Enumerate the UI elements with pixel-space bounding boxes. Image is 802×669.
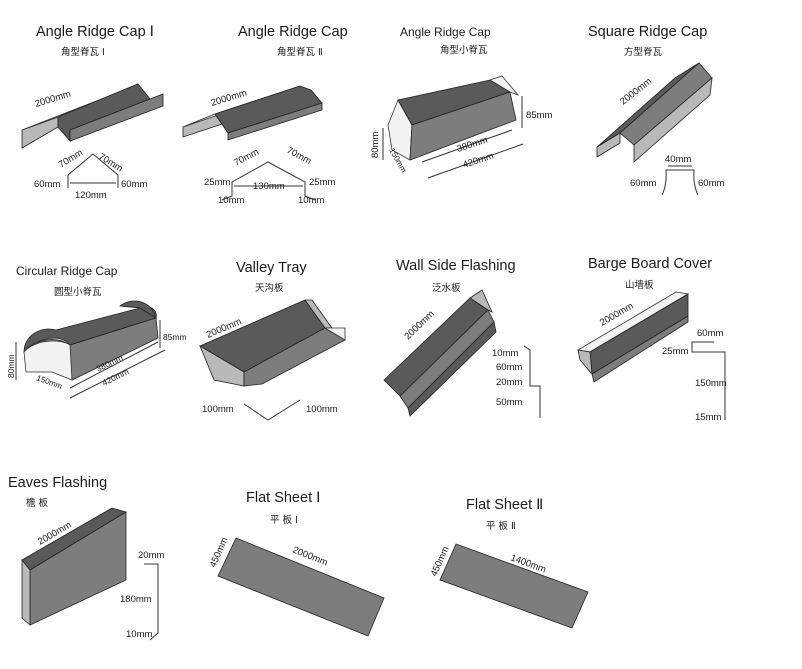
product-subtitle: 平 板 Ⅱ [486,521,516,532]
eaves-flashing-drawing: 2000mm 20mm 180mm 10mm [21,507,164,641]
product-title: Barge Board Cover [588,256,713,272]
product-subtitle: 角型脊瓦 Ⅱ [277,47,323,58]
dim-label: 420mm [462,151,496,171]
dim-label: 100mm [202,404,234,415]
dim-label: 60mm [698,178,724,189]
dim-label: 120mm [75,190,107,201]
product-subtitle: 平 板 Ⅰ [270,515,298,526]
dim-label: 130mm [253,181,285,192]
product-title: Angle Ridge Cap Ⅰ [36,24,154,40]
product-title: Valley Tray [236,260,307,276]
product-subtitle: 圆型小脊瓦 [54,287,102,298]
product-title: Angle Ridge Cap [238,24,348,40]
dim-label: 10mm [218,195,244,206]
flat-sheet-2-drawing: 450mm 1400mm [429,543,589,629]
dim-label: 85mm [163,332,187,342]
barge-board-cover-drawing: 2000mm 60mm 25mm 150mm 15mm [576,291,727,423]
dim-label: 70mm [57,147,85,170]
angle-ridge-cap-1-drawing: 2000mm 70mm 70mm 60mm 60mm 120mm [21,83,164,201]
product-subtitle: 泛水板 [432,283,461,294]
dim-label: 150mm [695,378,727,389]
product-subtitle: 檐 板 [26,498,49,509]
product-title: Flat Sheet Ⅰ [246,490,321,506]
dim-label: 80mm [370,132,381,158]
dim-label: 25mm [662,346,688,357]
product-title: Eaves Flashing [8,475,108,491]
dim-label: 25mm [309,177,335,188]
product-title: Circular Ridge Cap [16,264,118,278]
angle-ridge-cap-2-drawing: 2000mm 70mm 70mm 25mm 25mm 130mm 10mm 10… [182,85,335,206]
dim-label: 10mm [298,195,324,206]
dim-label: 50mm [496,397,522,408]
product-subtitle: 山墙板 [625,280,654,291]
dim-label: 70mm [232,147,261,169]
product-subtitle: 角型小脊瓦 [440,45,488,56]
dim-label: 60mm [121,179,147,190]
product-title: Square Ridge Cap [588,24,708,40]
dim-label: 60mm [496,362,522,373]
dim-label: 20mm [138,550,164,561]
dim-label: 40mm [665,154,691,165]
valley-tray-drawing: 2000mm 100mm 100mm [199,299,346,421]
circular-ridge-cap-drawing: 85mm 80mm 150mm 380mm 420mm [6,300,187,399]
dim-label: 60mm [697,328,723,339]
wall-side-flashing-drawing: 2000mm 10mm 60mm 20mm 50mm [383,289,541,418]
dim-label: 80mm [6,354,16,378]
dim-label: 60mm [34,179,60,190]
product-subtitle: 天沟板 [255,283,284,294]
product-subtitle: 方型脊瓦 [624,47,663,58]
square-ridge-cap-drawing: 2000mm 40mm 60mm 60mm [596,62,724,196]
product-title: Flat Sheet Ⅱ [466,497,544,513]
dim-label: 150mm [35,373,63,391]
dim-label: 60mm [630,178,656,189]
dim-label: 70mm [96,151,124,174]
dim-label: 100mm [306,404,338,415]
dim-label: 15mm [695,412,721,423]
dim-label: 180mm [120,594,152,605]
dim-label: 10mm [492,348,518,359]
dim-label: 70mm [285,145,314,167]
dim-label: 85mm [526,110,552,121]
product-title: Angle Ridge Cap [400,25,491,39]
flat-sheet-1-drawing: 450mm 2000mm [208,536,385,637]
dim-label: 2000mm [34,89,73,110]
angle-ridge-cap-small-drawing: 85mm 80mm 150mm 380mm 420mm [370,75,552,179]
dim-label: 20mm [496,377,522,388]
dim-label: 10mm [126,629,152,640]
product-subtitle: 角型脊瓦 Ⅰ [61,47,105,58]
dim-label: 25mm [204,177,230,188]
product-title: Wall Side Flashing [396,258,516,274]
